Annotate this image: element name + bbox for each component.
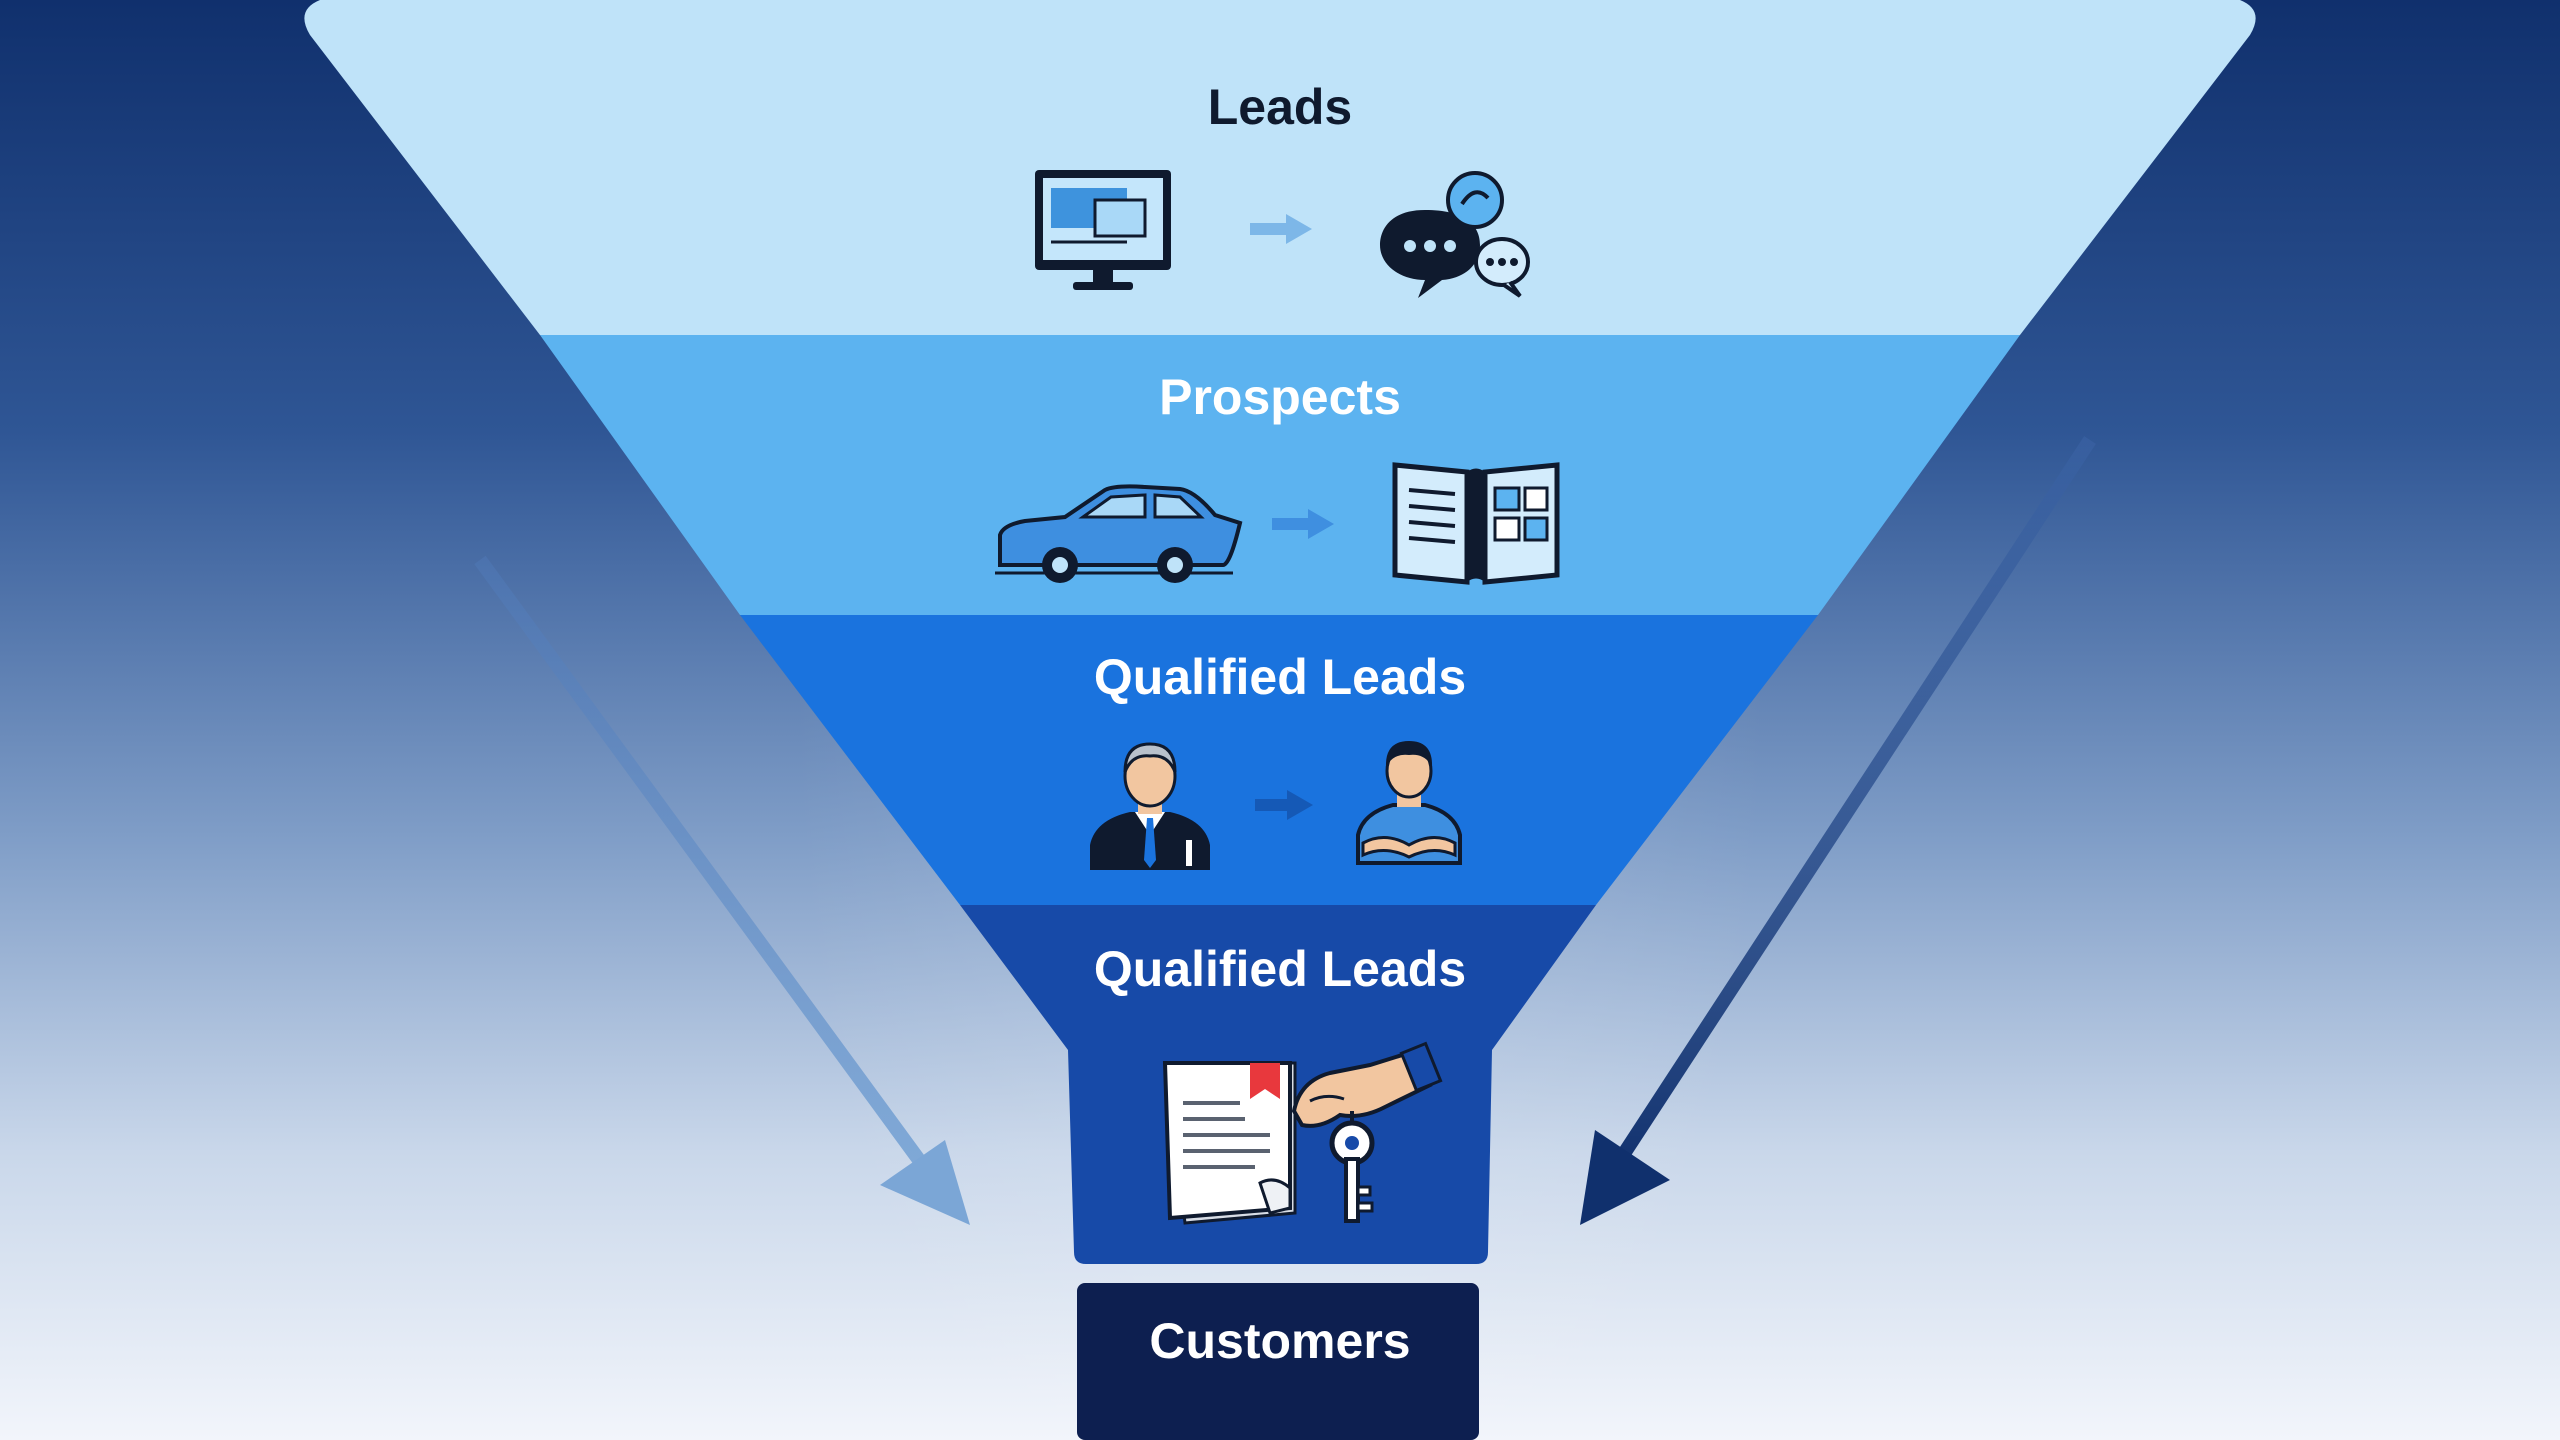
customers-box	[1077, 1283, 1479, 1440]
arrow-right-icon	[1255, 790, 1313, 820]
customers-title: Customers	[1149, 1313, 1411, 1369]
brochure-icon	[1392, 462, 1560, 585]
stage-3-band	[740, 615, 1818, 905]
stage-1-title: Leads	[1207, 79, 1353, 135]
right-side-arrow	[1580, 436, 2096, 1225]
monitor-icon	[1035, 170, 1171, 290]
contract-document-icon	[1162, 1061, 1297, 1225]
left-side-arrow	[474, 555, 970, 1225]
stage-4-title: Qualified Leads	[1093, 941, 1467, 997]
stage-1-band	[304, 0, 2256, 335]
hand-with-key-icon	[1291, 1041, 1443, 1223]
businessman-icon	[1090, 742, 1210, 870]
stage-2-band	[540, 335, 2020, 615]
stage-2-title: Prospects	[1159, 369, 1401, 425]
stage-3-title: Qualified Leads	[1093, 649, 1467, 705]
arrow-right-icon	[1272, 509, 1334, 539]
arrow-right-icon	[1250, 214, 1312, 244]
chat-bubbles-icon	[1380, 171, 1530, 298]
customer-person-icon	[1356, 741, 1462, 865]
car-icon	[995, 484, 1243, 583]
